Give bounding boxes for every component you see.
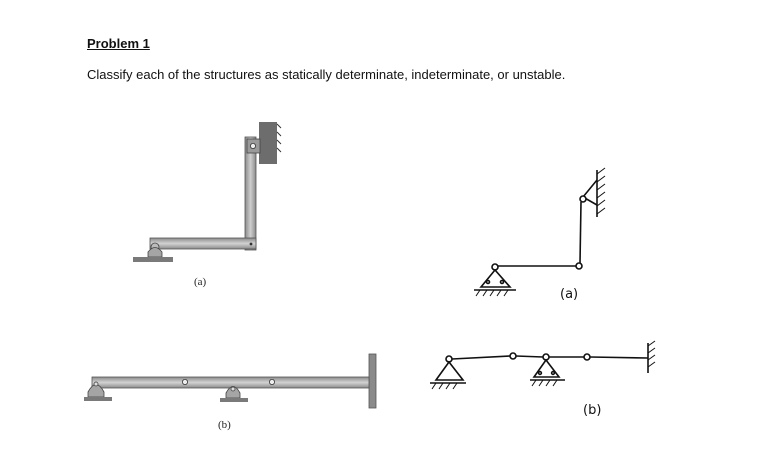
hinge-b-2 <box>268 378 275 385</box>
beam-b-sketch-2 <box>515 355 544 358</box>
ground-b-left <box>84 397 112 401</box>
support-b-sketch-left <box>434 360 465 381</box>
hinge-b-1 <box>181 378 188 385</box>
structure-b-printed: (b) <box>84 353 377 431</box>
support-a-left <box>147 247 163 258</box>
ground-a <box>133 257 173 262</box>
support-b-middle <box>225 386 241 399</box>
horizontal-member-a <box>149 237 257 250</box>
structure-b-sketch <box>430 340 656 390</box>
support-a-sketch-left <box>479 268 512 288</box>
label-b-sketch: (b) <box>583 403 601 418</box>
hinge-b-sketch-1 <box>509 352 517 360</box>
label-a-printed: (a) <box>194 276 207 288</box>
problem-prompt: Classify each of the structures as stati… <box>87 67 566 82</box>
pin-a-top <box>249 142 256 149</box>
structure-a-printed: (a) <box>133 122 282 288</box>
beam-b-sketch-1 <box>451 355 511 360</box>
support-b-left <box>87 384 105 398</box>
structure-a-sketch <box>474 167 606 297</box>
beam-b-sketch-4 <box>589 356 649 359</box>
ground-b-middle <box>220 398 248 402</box>
label-a-sketch: (a) <box>560 287 578 302</box>
vertical-member-a-sketch <box>579 201 582 264</box>
label-b-printed: (b) <box>218 419 231 431</box>
support-b-sketch-middle <box>532 358 561 378</box>
problem-heading: Problem 1 <box>87 36 150 51</box>
joint-a-sketch-corner <box>575 262 583 270</box>
hinge-b-sketch-2 <box>583 353 591 361</box>
joint-a-corner <box>249 242 253 246</box>
beam-b <box>91 376 370 389</box>
wall-a <box>259 122 277 164</box>
vertical-member-a <box>244 136 257 251</box>
wall-b <box>368 353 377 409</box>
pin-a-sketch-top <box>579 195 587 203</box>
